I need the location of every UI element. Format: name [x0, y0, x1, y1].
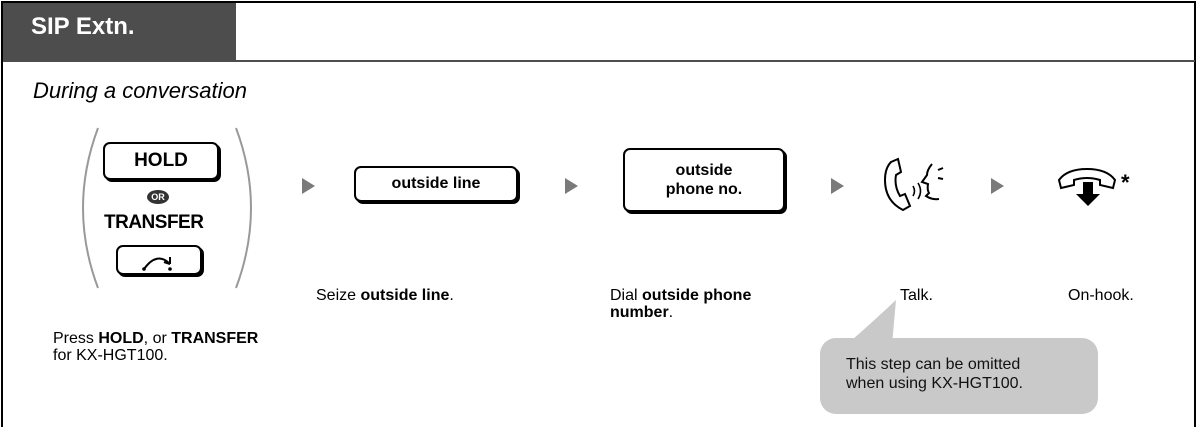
step1-caption: Press HOLD, or TRANSFER for KX-HGT100. — [53, 330, 259, 364]
transfer-key[interactable] — [116, 245, 202, 275]
on-hook-icon — [1057, 167, 1117, 206]
step5-caption: On-hook. — [1068, 287, 1134, 304]
header-tab: SIP Extn. — [3, 3, 236, 60]
transfer-label: TRANSFER — [104, 212, 204, 233]
talk-handset-icon — [883, 157, 944, 212]
left-paren-icon — [82, 127, 99, 289]
outside-line-key-label: outside line — [391, 175, 481, 192]
outside-phone-key-line1: outside — [675, 162, 733, 179]
step-arrow-3 — [831, 178, 844, 194]
callout-pointer — [846, 300, 896, 345]
right-paren-icon — [235, 127, 252, 289]
step-arrow-2 — [565, 178, 578, 194]
note-text: This step can be omitted when using KX-H… — [846, 356, 1023, 392]
outside-phone-key-line2: phone no. — [665, 181, 743, 198]
outside-phone-number-key[interactable]: outside phone no. — [623, 148, 785, 212]
header-rule — [3, 60, 1195, 62]
or-badge: OR — [147, 190, 169, 204]
step2-caption: Seize outside line. — [316, 287, 454, 304]
hold-key-label: HOLD — [134, 150, 188, 171]
hold-key[interactable]: HOLD — [103, 142, 219, 180]
step-arrow-1 — [302, 178, 315, 194]
outside-line-key[interactable]: outside line — [354, 166, 518, 202]
note-bubble — [820, 338, 1098, 414]
step3-caption: Dial outside phone number. — [610, 287, 752, 321]
header-tab-label: SIP Extn. — [31, 13, 135, 40]
step-arrow-4 — [991, 178, 1004, 194]
asterisk-mark: * — [1121, 170, 1130, 195]
scenario-subtitle: During a conversation — [33, 78, 248, 103]
transfer-arrow-icon — [142, 257, 172, 271]
step4-caption: Talk. — [900, 287, 933, 304]
